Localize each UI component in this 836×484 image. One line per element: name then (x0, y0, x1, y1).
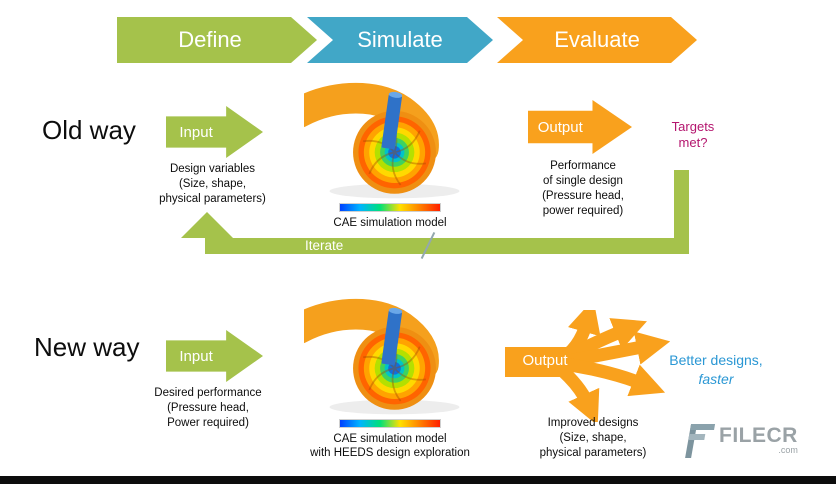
old-way-input-arrow: Input (166, 106, 263, 158)
bottom-black-bar (0, 476, 836, 484)
pressure-colorbar (339, 419, 441, 428)
iterate-loop-arrowhead (181, 212, 233, 238)
old-way-output-label: Output (537, 118, 583, 136)
new-way-input-label: Input (179, 347, 213, 365)
new-way-title: New way (34, 332, 140, 362)
benefit-line2: faster (698, 370, 734, 387)
old-way-simulation-model: CAE simulation model (300, 82, 480, 230)
old-way-input-label: Input (179, 123, 213, 141)
old-way-output-desc: Performance of single design (Pressure h… (542, 160, 624, 217)
iterate-loop-vertical-bar (674, 170, 689, 254)
process-step-define-label: Define (178, 27, 242, 52)
process-step-evaluate: Evaluate (497, 17, 697, 63)
filecr-logo-icon (683, 424, 716, 459)
new-way-output-fan-arrows (505, 310, 671, 422)
new-way-simulation-model: CAE simulation model with HEEDS design e… (300, 298, 480, 461)
filecr-text: FILECR .com (719, 424, 798, 455)
new-way-output-desc: Improved designs (Size, shape, physical … (539, 417, 647, 459)
filecr-suffix: .com (778, 445, 798, 455)
old-way-model-caption: CAE simulation model (333, 217, 447, 229)
new-way-input-arrow: Input (166, 330, 263, 382)
process-step-evaluate-label: Evaluate (554, 27, 640, 52)
process-step-define: Define (117, 17, 317, 63)
targets-met-question: Targets met? (671, 119, 715, 151)
new-way-model-caption: CAE simulation model with HEEDS design e… (310, 433, 470, 460)
benefit-note: Better designs, faster (650, 351, 782, 389)
cae-pump-impeller-image (304, 299, 460, 415)
filecr-brand: FILECR (719, 424, 798, 447)
iterate-loop-horizontal-bar: Iterate (205, 238, 689, 254)
old-way-input-desc: Design variables (Size, shape, physical … (159, 163, 266, 205)
process-step-simulate: Simulate (307, 17, 493, 63)
cae-pump-impeller-image (304, 83, 460, 199)
iterate-label: Iterate (305, 238, 344, 253)
pressure-colorbar (339, 203, 441, 212)
benefit-line1: Better designs, (669, 352, 763, 368)
old-way-title: Old way (42, 115, 136, 145)
new-way-output-label: Output (522, 352, 568, 369)
filecr-watermark: FILECR .com (683, 424, 798, 459)
old-way-output-arrow: Output (528, 100, 632, 154)
process-step-simulate-label: Simulate (357, 27, 443, 52)
new-way-input-desc: Desired performance (Pressure head, Powe… (154, 387, 262, 429)
